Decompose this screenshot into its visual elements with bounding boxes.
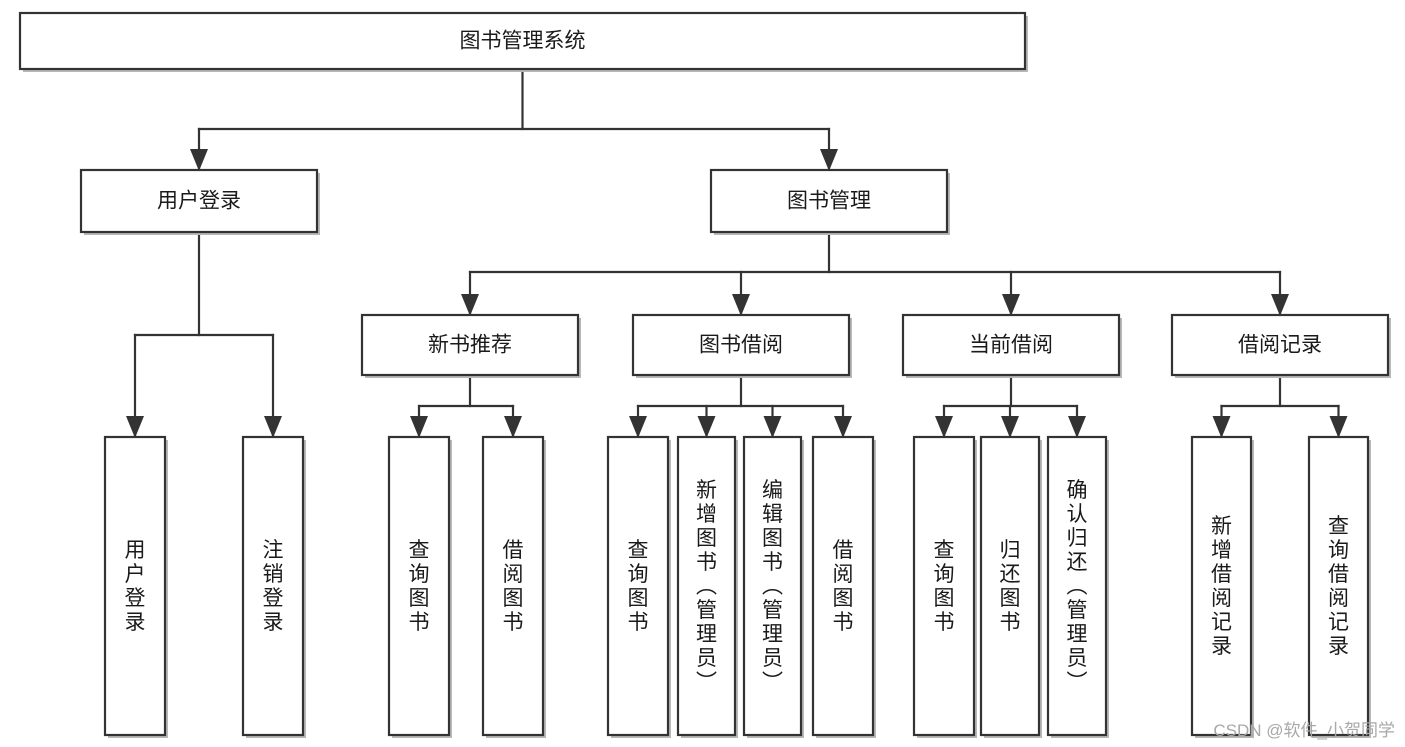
node-level3-current-borrow[interactable]: 当前借阅 — [901, 313, 1122, 378]
node-label: 新书推荐 — [428, 334, 512, 357]
arrow-head — [1271, 294, 1289, 316]
node-rect[interactable] — [742, 435, 803, 737]
node-leaf-leaf-confirm-return-admin[interactable]: 确认归还︵管理员︶ — [1046, 435, 1109, 738]
node-rect[interactable] — [387, 435, 451, 737]
node-label: 注销登录 — [263, 539, 284, 634]
arrow-head — [1329, 416, 1348, 438]
node-rect[interactable] — [1046, 435, 1108, 737]
node-rect[interactable] — [606, 435, 670, 737]
node-rect[interactable] — [676, 435, 737, 737]
node-rect[interactable] — [481, 435, 545, 737]
node-label: 图书管理系统 — [460, 30, 586, 53]
node-leaf-leaf-add-book-admin[interactable]: 新增图书︵管理员︶ — [676, 435, 738, 738]
node-label: 查询图书 — [934, 539, 955, 634]
node-label: 图书管理 — [787, 190, 871, 213]
node-label: 用户登录 — [157, 190, 241, 213]
arrow-head — [264, 416, 282, 438]
node-level3-borrow-record[interactable]: 借阅记录 — [1170, 313, 1391, 378]
node-leaf-leaf-query-books-rec[interactable]: 查询图书 — [387, 435, 452, 738]
node-level3-new-book-recommend[interactable]: 新书推荐 — [360, 313, 581, 378]
node-leaf-leaf-user-login[interactable]: 用户登录 — [103, 435, 168, 738]
arrow-head — [126, 416, 144, 438]
arrow-head — [190, 149, 208, 171]
node-level3-book-borrow[interactable]: 图书借阅 — [631, 313, 852, 378]
arrow-head — [461, 294, 479, 316]
node-leaf-leaf-borrow-books-borrow[interactable]: 借阅图书 — [811, 435, 876, 738]
node-level2-book-management[interactable]: 图书管理 — [709, 168, 950, 235]
node-rect[interactable] — [811, 435, 875, 737]
arrow-head — [1001, 416, 1019, 438]
node-label: 编辑图书︵管理员︶ — [762, 479, 783, 694]
arrow-head — [697, 416, 716, 438]
node-label: 当前借阅 — [969, 334, 1053, 357]
node-label: 图书借阅 — [699, 334, 783, 357]
node-label: 新增借阅记录 — [1211, 515, 1232, 658]
node-rect[interactable] — [103, 435, 167, 737]
node-leaf-leaf-add-borrow-record[interactable]: 新增借阅记录 — [1190, 435, 1254, 738]
node-rect[interactable] — [709, 168, 949, 234]
node-leaf-leaf-return-books[interactable]: 归还图书 — [979, 435, 1042, 738]
node-rect[interactable] — [241, 435, 305, 737]
node-label: 查询图书 — [409, 539, 430, 634]
arrow-head — [935, 416, 953, 438]
arrow-head — [1068, 416, 1086, 438]
node-root[interactable]: 图书管理系统 — [18, 11, 1028, 72]
node-label: 查询借阅记录 — [1328, 515, 1349, 658]
node-label: 确认归还︵管理员︶ — [1067, 479, 1088, 694]
node-level2-user-login[interactable]: 用户登录 — [79, 168, 320, 235]
node-leaf-leaf-query-books-current[interactable]: 查询图书 — [912, 435, 977, 738]
connector-lines — [126, 67, 1348, 438]
watermark-label: CSDN @软件_小贺同学 — [1213, 721, 1395, 740]
node-rect[interactable] — [18, 11, 1027, 71]
node-rect[interactable] — [360, 313, 580, 377]
node-rect[interactable] — [1170, 313, 1390, 377]
node-label: 新增图书︵管理员︶ — [696, 479, 717, 694]
node-leaf-leaf-query-books-borrow[interactable]: 查询图书 — [606, 435, 671, 738]
node-rect[interactable] — [901, 313, 1121, 377]
arrow-head — [820, 149, 838, 171]
node-rect[interactable] — [1307, 435, 1370, 737]
node-rect[interactable] — [79, 168, 319, 234]
arrow-head — [410, 416, 428, 438]
node-leaf-leaf-edit-book-admin[interactable]: 编辑图书︵管理员︶ — [742, 435, 804, 738]
arrow-head — [504, 416, 522, 438]
watermark: CSDN @软件_小贺同学 — [1213, 716, 1395, 741]
node-rect[interactable] — [1190, 435, 1253, 737]
node-label: 借阅图书 — [833, 539, 854, 634]
node-label: 查询图书 — [628, 539, 649, 634]
arrow-head — [732, 294, 750, 316]
arrow-head — [1212, 416, 1231, 438]
arrow-head — [763, 416, 782, 438]
node-rect[interactable] — [631, 313, 851, 377]
node-rect[interactable] — [979, 435, 1041, 737]
node-leaf-leaf-logout[interactable]: 注销登录 — [241, 435, 306, 738]
node-rect[interactable] — [912, 435, 976, 737]
arrow-head — [629, 416, 647, 438]
node-leaf-leaf-query-borrow-record[interactable]: 查询借阅记录 — [1307, 435, 1371, 738]
arrow-head — [1002, 294, 1020, 316]
arrow-head — [834, 416, 852, 438]
node-label: 借阅记录 — [1238, 334, 1322, 357]
node-boxes: 图书管理系统用户登录图书管理新书推荐图书借阅当前借阅借阅记录用户登录注销登录查询… — [18, 11, 1391, 738]
node-leaf-leaf-borrow-books-rec[interactable]: 借阅图书 — [481, 435, 546, 738]
node-label: 借阅图书 — [503, 539, 524, 634]
node-label: 归还图书 — [1000, 539, 1021, 634]
node-label: 用户登录 — [125, 539, 146, 634]
